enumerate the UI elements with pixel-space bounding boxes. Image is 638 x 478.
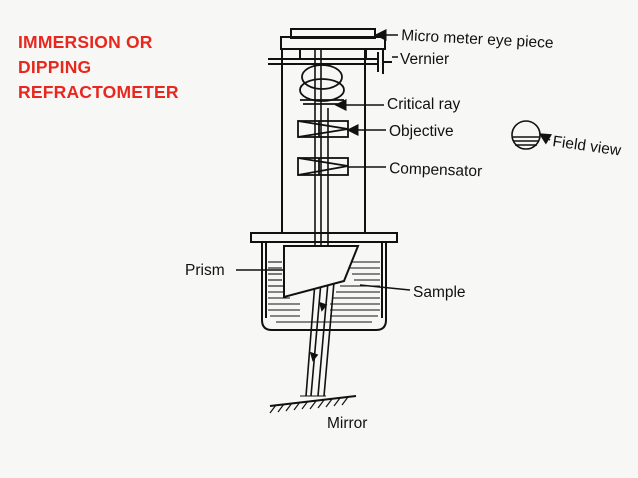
telescope-tube [281, 49, 366, 233]
label-vernier: Vernier [400, 51, 449, 68]
label-critical-ray: Critical ray [387, 96, 460, 113]
label-eyepiece: Micro meter eye piece [401, 27, 554, 52]
compensator-prisms [297, 157, 349, 176]
title-line-3: REFRACTOMETER [18, 82, 179, 102]
objective-prisms [297, 120, 349, 138]
title-line-2: DIPPING [18, 57, 92, 77]
label-prism: Prism [185, 262, 225, 279]
label-compensator: Compensator [389, 160, 483, 180]
dipping-prism [283, 245, 360, 299]
label-mirror: Mirror [327, 415, 367, 432]
field-view-icon [511, 120, 541, 150]
label-objective: Objective [389, 123, 454, 140]
label-field-view: Field view [551, 133, 622, 160]
title-line-1: IMMERSION OR [18, 32, 153, 52]
label-sample: Sample [413, 284, 466, 301]
sample-liquid [268, 261, 380, 323]
eyepiece-lenses [299, 64, 345, 105]
leader-lines [236, 29, 553, 291]
vernier-screw [268, 50, 392, 74]
diagram-title: IMMERSION OR DIPPING REFRACTOMETER [18, 30, 179, 105]
sample-beaker [250, 232, 398, 331]
eyepiece-cap [280, 28, 386, 58]
mirror [269, 395, 357, 414]
